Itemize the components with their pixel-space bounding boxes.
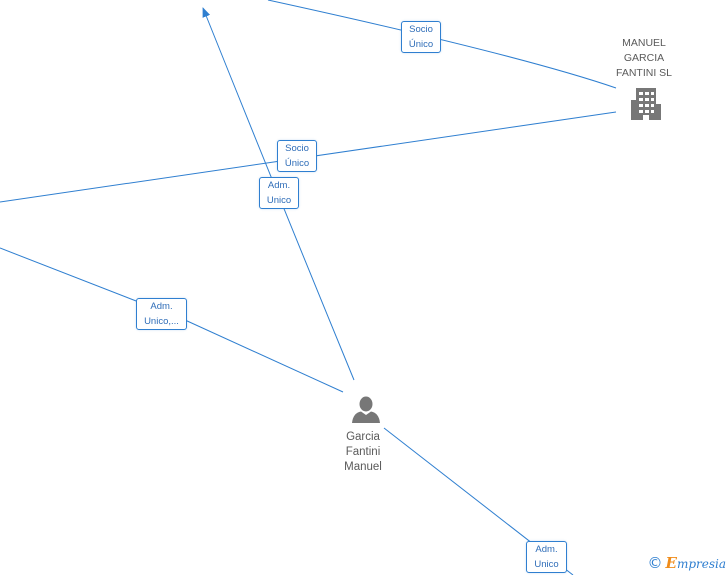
edge-label-person-to-bottom[interactable]: Adm. Unico [526,541,567,573]
edge-label-person-to-top[interactable]: Adm. Unico [259,177,299,209]
edge-label-line: Adm. [535,544,558,555]
company-name-line: FANTINI SL [615,67,672,79]
edge-label-line: Adm. [267,180,291,191]
edge-label-line: Único [408,39,434,50]
company-node-label[interactable]: MANUEL GARCIA FANTINI SL [599,36,689,81]
person-icon[interactable] [351,396,381,424]
edge-label-line: Socio [285,143,309,154]
edge-label-line: Unico,... [144,316,179,327]
brand-logo-rest: mpresia [676,557,726,571]
edge-label-person-to-left[interactable]: Adm. Unico,... [136,298,187,330]
company-name-line: MANUEL [622,37,666,49]
edge-label-line: Único [284,158,310,169]
edge-label-left-to-company[interactable]: Socio Único [277,140,317,172]
brand-logo: Empresia [666,554,727,572]
edge-label-top-right[interactable]: Socio Único [401,21,441,53]
person-name-line: Garcia [346,431,380,443]
person-node-label[interactable]: Garcia Fantini Manuel [323,430,403,475]
edge-top-right [267,0,617,89]
edge-label-line: Socio [409,24,433,35]
empresia-watermark: © Empresia [648,554,727,572]
copyright-symbol: © [647,554,663,572]
company-name-line: GARCIA [623,52,665,64]
edge-label-line: Unico [266,195,292,206]
person-name-line: Fantini [345,446,381,458]
edge-label-line: Unico [534,559,559,570]
person-name-line: Manuel [344,461,382,473]
brand-logo-initial: E [665,554,677,572]
building-icon[interactable] [630,86,662,122]
edge-label-line: Adm. [150,301,173,312]
